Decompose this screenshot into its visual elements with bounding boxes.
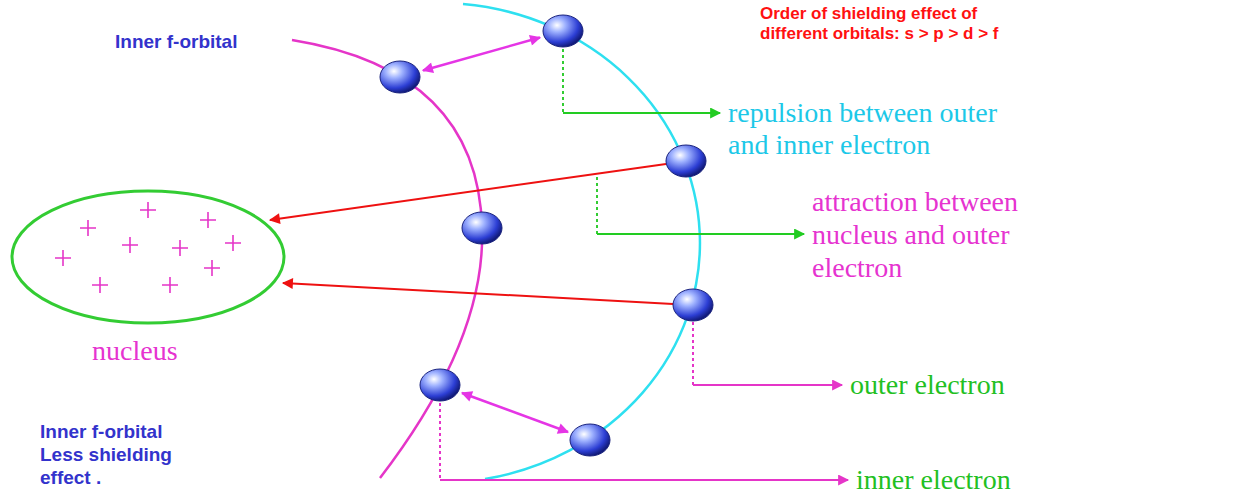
outer-electron [673,289,713,321]
leader-arrow [440,479,848,481]
repulsion-arrow [423,38,540,71]
outer-electron-label: outer electron [850,369,1005,401]
attraction-label: attraction between nucleus and outer ele… [812,185,1082,284]
leader-dotted [439,403,441,480]
inner-electron [420,369,460,401]
outer-electron [543,15,583,47]
inner-f-orbital-arc [292,40,482,478]
inner-electron [380,61,420,93]
outer-electron [666,145,706,177]
leader-arrow [693,384,842,386]
nucleus-outline [10,189,286,325]
repulsion-arrow [462,393,568,432]
outer-orbital-arc [463,4,700,479]
leader-dotted [692,322,694,385]
orbital-note: Inner f-orbital Less shielding effect . [40,420,190,489]
shielding-order-note: Order of shielding effect of different o… [760,4,1020,44]
nucleus-outline [12,191,284,323]
leader-arrow [597,233,804,235]
leader-dotted [562,49,564,113]
inner-electron [462,212,502,244]
leader-dotted [596,177,598,234]
nucleus-label: nucleus [92,335,178,367]
attraction-arrow [270,164,666,220]
orbital-label: Inner f-orbital [115,30,237,53]
leader-arrow [563,112,720,114]
inner-electron-label: inner electron [856,465,1011,495]
attraction-arrow [283,283,673,304]
outer-electron [570,424,610,456]
nucleus-circle: nucleus [10,189,286,325]
repulsion-label: repulsion between outer and inner electr… [728,97,1023,161]
positive-charge [55,202,241,293]
